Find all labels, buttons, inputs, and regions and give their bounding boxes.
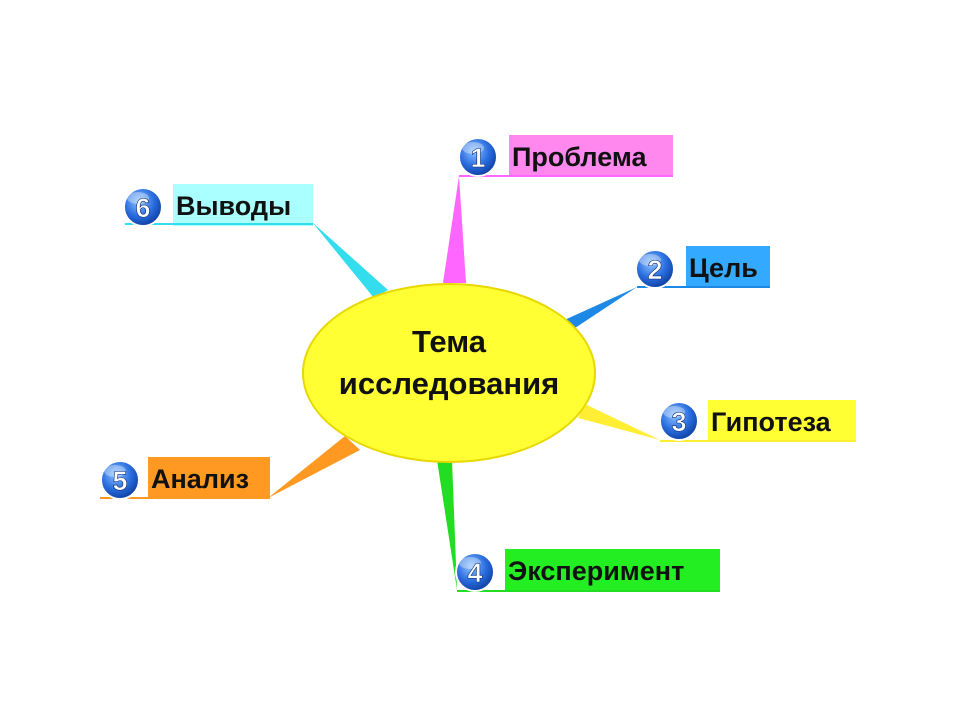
- branch-node-4: Эксперимент 4: [455, 549, 720, 592]
- badge-number-2: 2: [647, 255, 662, 285]
- number-badge-icon-4: [455, 552, 495, 592]
- badge-highlight-5: [104, 465, 126, 477]
- number-badge-icon-6: [123, 187, 163, 227]
- badge-number-1: 1: [470, 143, 485, 173]
- branch-label-5: Анализ: [151, 464, 249, 494]
- center-title-line-1: Тема: [412, 324, 487, 359]
- branch-label-3: Гипотеза: [711, 407, 832, 437]
- number-badge-icon-1: [458, 137, 498, 177]
- branch-label-bg-3: [708, 400, 856, 442]
- number-badge-icon-5: [100, 460, 140, 500]
- branch-spike-2: [560, 287, 637, 330]
- center-title-line-2: исследования: [339, 366, 559, 401]
- branch-label-bg-5: [148, 457, 270, 499]
- center-node: Тема исследования: [302, 283, 596, 463]
- branch-label-2: Цель: [689, 253, 758, 283]
- badge-number-4: 4: [467, 558, 482, 588]
- branch-node-2: Цель 2: [635, 246, 770, 289]
- branch-spike-6: [312, 222, 388, 298]
- branch-node-5: Анализ 5: [100, 457, 270, 500]
- branch-node-1: Проблема 1: [458, 135, 673, 177]
- badge-highlight-1: [462, 142, 484, 154]
- badge-highlight-6: [127, 192, 149, 204]
- badge-highlight-4: [459, 557, 481, 569]
- branch-node-3: Гипотеза 3: [659, 400, 856, 442]
- branch-spike-1: [443, 176, 466, 283]
- badge-highlight-3: [663, 406, 685, 418]
- branch-label-1: Проблема: [512, 142, 647, 172]
- branch-spike-5: [268, 436, 360, 498]
- branch-label-4: Эксперимент: [508, 556, 684, 586]
- branch-label-bg-6: [173, 184, 313, 226]
- branch-node-6: Выводы 6: [123, 184, 313, 227]
- badge-highlight-2: [639, 254, 661, 266]
- center-ellipse: [302, 283, 596, 463]
- badge-number-5: 5: [112, 466, 127, 496]
- badge-number-3: 3: [671, 407, 686, 437]
- number-badge-icon-3: [659, 401, 699, 441]
- branch-label-bg-1: [509, 135, 673, 177]
- branch-label-6: Выводы: [176, 191, 291, 221]
- branch-spike-3: [578, 404, 660, 440]
- number-badge-icon-2: [635, 249, 675, 289]
- branch-label-bg-2: [686, 246, 770, 288]
- badge-number-6: 6: [135, 193, 150, 223]
- branch-spike-4: [437, 460, 457, 590]
- branch-label-bg-4: [505, 549, 720, 591]
